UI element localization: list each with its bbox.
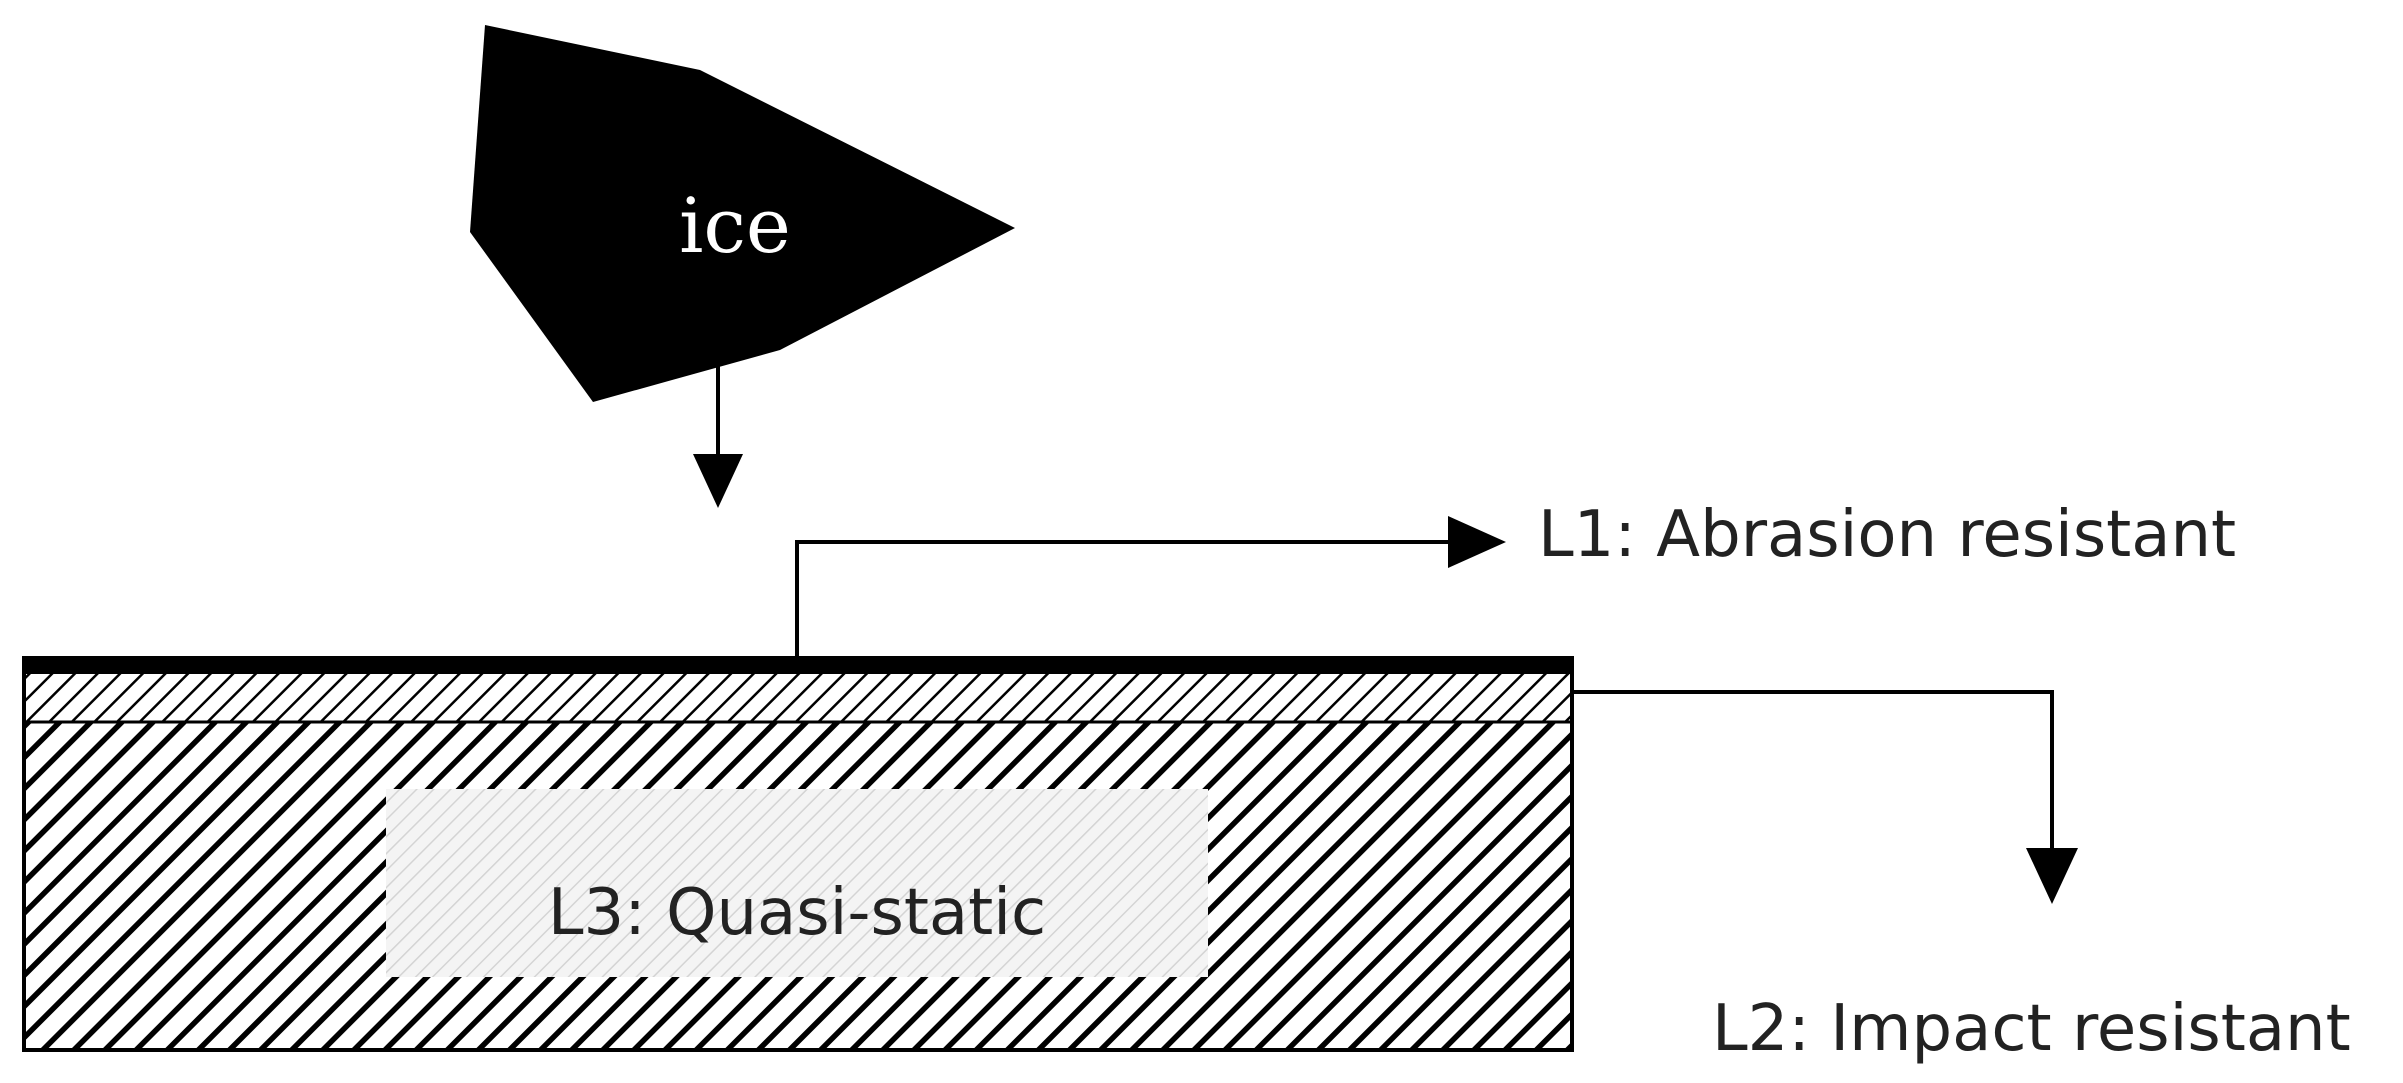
ice-projectile: ice <box>470 25 1015 402</box>
l1-label: L1: Abrasion resistant <box>1538 498 2236 572</box>
l3-label: L3: Quasi-static <box>548 876 1046 950</box>
ice-label: ice <box>679 181 791 270</box>
layer-l1-abrasion-hatch <box>24 672 1572 722</box>
l2-arrowhead <box>2026 848 2078 904</box>
l1-arrowhead <box>1448 516 1506 568</box>
impact-arrowhead <box>693 454 743 508</box>
l2-leader: L2: Impact resistant <box>1572 690 2351 1066</box>
layer-l1-top-strip <box>22 657 1574 674</box>
l2-label: L2: Impact resistant <box>1712 992 2351 1066</box>
impact-arrow <box>693 365 743 508</box>
l1-leader: L1: Abrasion resistant <box>795 498 2236 658</box>
layered-plate: L3: Quasi-static <box>22 656 1574 1052</box>
layer-l3-quasi-static <box>386 789 1208 977</box>
ice-shape <box>470 25 1015 402</box>
